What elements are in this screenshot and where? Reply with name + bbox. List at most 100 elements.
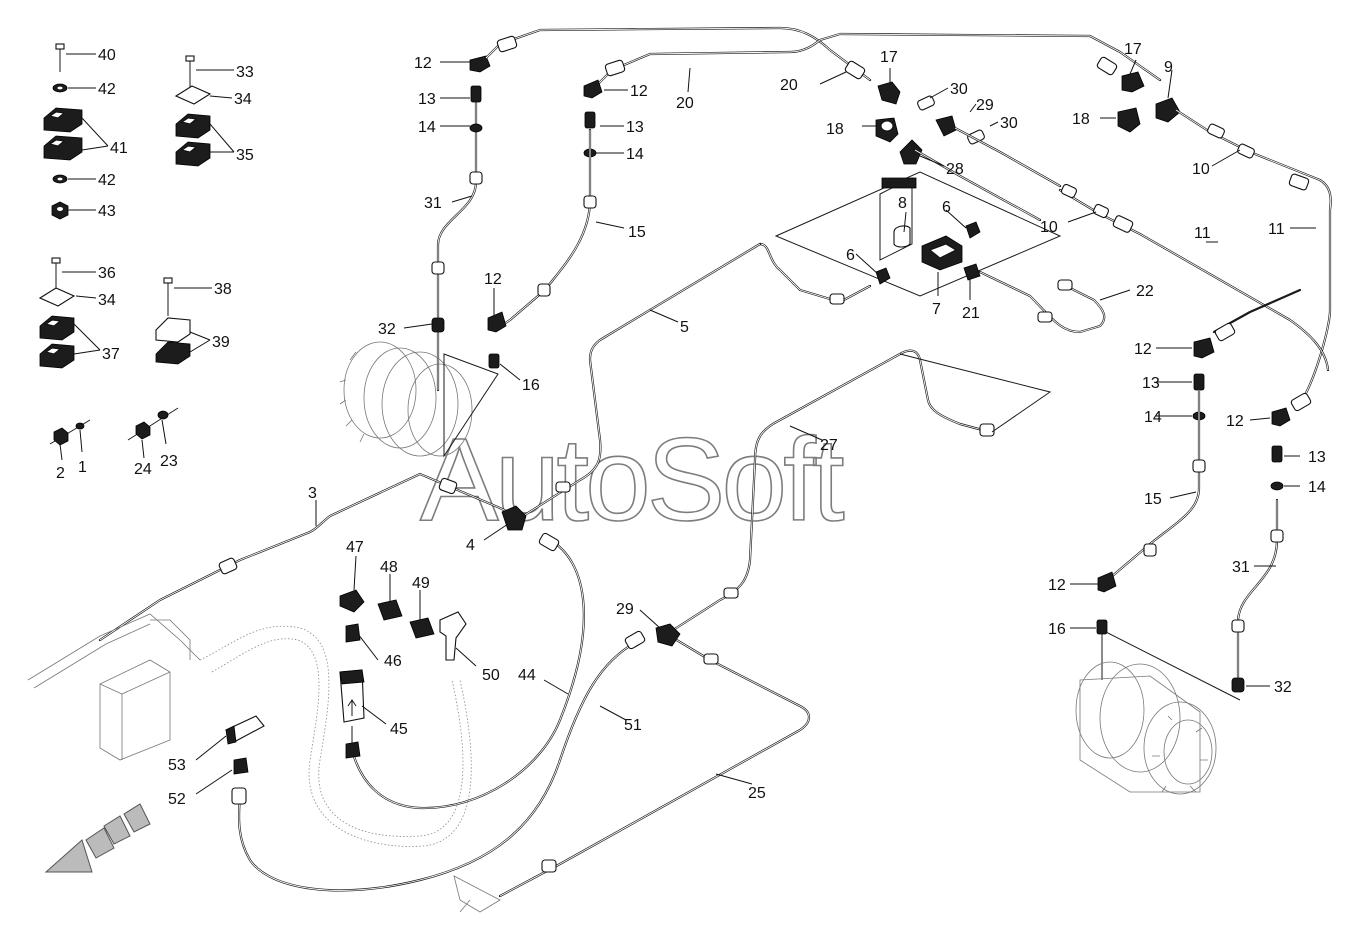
callout-44: 44 [518,667,536,684]
callout-14: 14 [1144,409,1162,426]
callout-12: 12 [1134,341,1152,358]
callout-1: 1 [78,459,87,476]
callout-13: 13 [1308,449,1326,466]
pipe-group-left-second [487,79,603,369]
pipe-group-lower [225,623,811,913]
right-upper-cluster [1058,71,1332,412]
callout-12: 12 [414,55,432,72]
callout-12: 12 [1048,577,1066,594]
callout-11: 11 [1194,225,1211,242]
callout-16: 16 [1048,621,1066,638]
callout-15: 15 [628,224,646,241]
callout-34: 34 [234,91,252,108]
callout-6: 6 [846,247,855,264]
callout-24: 24 [134,461,152,478]
filter-assembly [339,589,467,759]
fastener-kit-upper-middle [174,55,212,167]
direction-arrow-icon [44,803,151,873]
callout-43: 43 [98,203,116,220]
callout-10: 10 [1040,219,1058,236]
callout-18: 18 [826,121,844,138]
callout-48: 48 [380,559,398,576]
valve-module [758,171,1106,334]
callout-2: 2 [56,465,65,482]
callout-14: 14 [626,146,644,163]
callout-17: 17 [1124,41,1142,58]
callout-46: 46 [384,653,402,670]
callout-12: 12 [1226,413,1244,430]
callout-14: 14 [1308,479,1326,496]
pipe-group-top [484,26,1162,88]
left-ghost-components [27,613,472,847]
callout-37: 37 [102,346,120,363]
callout-13: 13 [626,119,644,136]
callout-23: 23 [160,453,178,470]
callout-3: 3 [308,485,317,502]
callout-29: 29 [616,601,634,618]
callout-15: 15 [1144,491,1162,508]
left-travel-motor [339,341,499,458]
right-travel-motor [1075,661,1217,795]
callout-36: 36 [98,265,116,282]
callout-53: 53 [168,757,186,774]
callout-34: 34 [98,292,116,309]
pipe-group-right-lower [1096,337,1291,701]
fastener-kit-upper-left [43,43,83,220]
pipe-group-left-upper [431,55,491,392]
callout-40: 40 [98,47,116,64]
callout-27: 27 [820,437,838,454]
callout-20: 20 [676,95,694,112]
callout-7: 7 [932,301,941,318]
callout-14: 14 [418,119,436,136]
callout-52: 52 [168,791,186,808]
callout-10: 10 [1192,161,1210,178]
callout-18: 18 [1072,111,1090,128]
callout-42: 42 [98,81,116,98]
callout-12: 12 [484,271,502,288]
callout-45: 45 [390,721,408,738]
callout-30: 30 [1000,115,1018,132]
callout-32: 32 [378,321,396,338]
callout-4: 4 [466,537,475,554]
leader-lines [59,53,1316,795]
callout-13: 13 [1142,375,1160,392]
callout-11: 11 [1268,221,1285,238]
callout-13: 13 [418,91,436,108]
callout-12: 12 [630,83,648,100]
callout-39: 39 [212,334,230,351]
callout-30: 30 [950,81,968,98]
watermark-text: AutoSoft [420,414,844,546]
callout-29: 29 [976,97,994,114]
pipe-group-main [518,242,1052,634]
callout-25: 25 [748,785,766,802]
callout-16: 16 [522,377,540,394]
callout-41: 41 [110,140,128,157]
fastener-kit-lower-middle [155,277,191,365]
callout-17: 17 [880,49,898,66]
callout-31: 31 [1232,559,1250,576]
callout-6: 6 [942,199,951,216]
fastener-kit-lower-left [38,257,76,369]
callout-28: 28 [946,161,964,178]
callout-labels: 40 42 41 42 43 33 34 35 36 34 37 38 39 2… [56,41,1326,808]
center-tee-cluster [875,81,1062,222]
callout-33: 33 [236,64,254,81]
callout-51: 51 [624,717,642,734]
pipe-group-3 [98,472,585,810]
callout-21: 21 [962,305,980,322]
callout-22: 22 [1136,283,1154,300]
callout-47: 47 [346,539,364,556]
callout-35: 35 [236,147,254,164]
callout-5: 5 [680,319,689,336]
callout-49: 49 [412,575,430,592]
callout-31: 31 [424,195,442,212]
callout-9: 9 [1164,59,1173,76]
nut-washer-set-left [49,407,179,446]
callout-50: 50 [482,667,500,684]
callout-20: 20 [780,77,798,94]
callout-32: 32 [1274,679,1292,696]
callout-42: 42 [98,172,116,189]
callout-8: 8 [898,195,907,212]
